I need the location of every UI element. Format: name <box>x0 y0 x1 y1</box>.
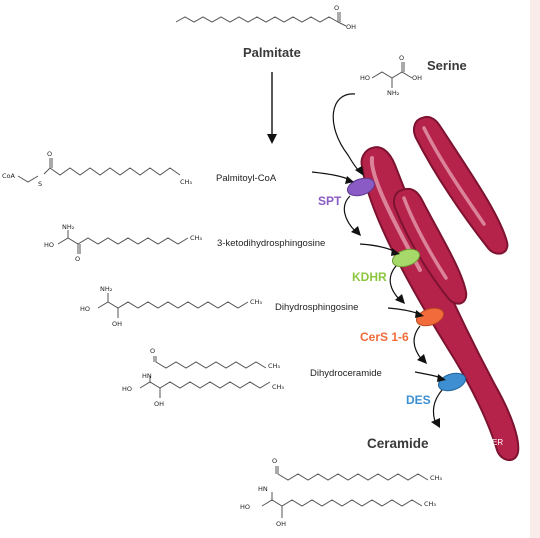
ceramide-ho: HO <box>240 503 251 511</box>
palmitoyl-coa-s: S <box>38 180 43 188</box>
keto-structure <box>57 230 189 254</box>
ceramide-ch3-bottom: CH₃ <box>424 500 437 508</box>
kdhr-label: KDHR <box>352 270 387 284</box>
spt-arrow <box>343 195 361 236</box>
des-arrow <box>431 389 443 428</box>
dhc-hn: HN <box>142 372 152 380</box>
dhc-o: O <box>150 347 156 355</box>
dhc-oh: OH <box>154 400 165 408</box>
ketodihydrosphingosine-label: 3-ketodihydrosphingosine <box>217 238 326 249</box>
serine-arrow <box>332 93 364 176</box>
palmitoyl-coa-o: O <box>47 150 53 158</box>
serine-oh: OH <box>412 74 423 82</box>
cers-arrow <box>413 325 427 364</box>
keto-arrow <box>359 243 400 256</box>
palmitate-structure <box>175 12 347 27</box>
palmitate-arrow <box>267 72 277 144</box>
dhs-nh2: NH₂ <box>100 285 113 293</box>
serine-structure <box>371 62 413 88</box>
serine-label: Serine <box>427 58 467 73</box>
palmitate-o: O <box>334 4 340 12</box>
er-tube-middle-highlight <box>402 196 448 280</box>
dhc-ch3-top: CH₃ <box>268 362 281 370</box>
dhs-arrow <box>387 307 424 318</box>
dhc-arrow <box>414 371 446 382</box>
dhc-structure <box>139 356 271 398</box>
dhs-ho: HO <box>80 305 91 313</box>
cers-enzyme-shape <box>415 307 445 327</box>
palmitoyl-arrow <box>311 171 354 184</box>
ceramide-o: O <box>272 457 278 465</box>
palmitoyl-coa-ch3: CH₃ <box>180 178 193 186</box>
keto-ho: HO <box>44 241 55 249</box>
dhs-structure <box>97 293 249 318</box>
er-tube-right-highlight <box>422 126 486 226</box>
spt-label: SPT <box>318 194 342 208</box>
palmitoyl-coa-structure <box>17 158 181 183</box>
palmitoyl-coa-coa: CoA <box>2 172 15 180</box>
serine-o: O <box>399 54 405 62</box>
er-tube-left <box>360 146 520 461</box>
cers-label: CerS 1-6 <box>360 330 409 344</box>
dhs-ch3: CH₃ <box>250 298 263 306</box>
dihydrosphingosine-label: Dihydrosphingosine <box>275 302 359 313</box>
kdhr-arrow <box>389 265 405 304</box>
serine-ho: HO <box>360 74 371 82</box>
des-label: DES <box>406 393 431 407</box>
keto-ch3: CH₃ <box>190 234 203 242</box>
er-membrane <box>360 115 520 461</box>
ceramide-label: Ceramide <box>367 436 429 451</box>
dhc-ho: HO <box>122 385 133 393</box>
keto-nh2: NH₂ <box>62 223 75 231</box>
palmitate-label: Palmitate <box>243 45 301 60</box>
keto-o: O <box>75 255 81 263</box>
dhc-ch3-bottom: CH₃ <box>272 383 285 391</box>
spt-enzyme-shape <box>346 177 376 197</box>
ceramide-hn: HN <box>258 485 268 493</box>
dhs-oh: OH <box>112 320 123 328</box>
des-enzyme-shape <box>437 372 467 392</box>
ceramide-ch3-top: CH₃ <box>430 474 443 482</box>
ceramide-structure <box>261 466 429 518</box>
palmitate-oh: OH <box>346 23 357 31</box>
er-label: ER <box>492 438 504 447</box>
serine-nh2: NH₂ <box>387 89 400 97</box>
dihydroceramide-label: Dihydroceramide <box>310 368 382 379</box>
palmitoyl-coa-label: Palmitoyl-CoA <box>216 173 277 184</box>
edge-strip <box>530 0 540 538</box>
ceramide-oh: OH <box>276 520 287 528</box>
